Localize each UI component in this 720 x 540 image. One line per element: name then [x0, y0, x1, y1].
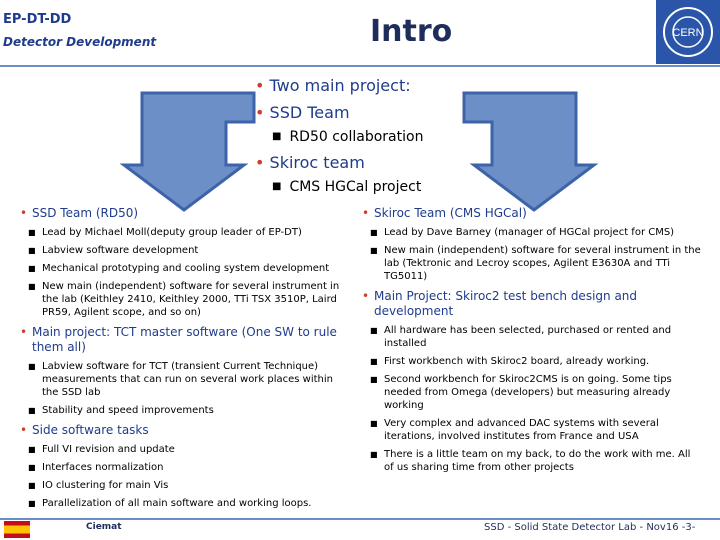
list-item: ■Parallelization of all main software an…: [28, 498, 312, 509]
list-item: ■Full VI revision and update: [28, 444, 175, 455]
footer-text: SSD - Solid State Detector Lab - Nov16 -…: [484, 522, 696, 533]
top-rd50: ■RD50 collaboration: [272, 129, 424, 145]
slide-title: Intro: [370, 14, 453, 49]
footer-divider: [0, 518, 720, 520]
list-item: ■Labview software development: [28, 245, 199, 256]
left-heading-side-tasks: •Side software tasks: [20, 423, 149, 437]
list-item: ■There is a little team on my back, to d…: [370, 449, 691, 473]
right-heading-main-project: •Main Project: Skiroc2 test bench design…: [362, 289, 638, 318]
list-item: ■New main (independent) software for sev…: [370, 245, 701, 282]
list-item: ■Labview software for TCT (transient Cur…: [28, 361, 334, 398]
header-divider: [0, 65, 720, 67]
spain-flag-logo: [4, 521, 30, 538]
top-main-project: • Two main project:: [255, 76, 411, 95]
list-item: ■Mechanical prototyping and cooling syst…: [28, 263, 330, 274]
top-cms: ■CMS HGCal project: [272, 179, 422, 195]
top-ssd-team: • SSD Team: [255, 103, 350, 122]
cern-logo-text: CERN: [672, 27, 703, 39]
list-item: ■IO clustering for main Vis: [28, 480, 169, 491]
left-arrow: [119, 91, 256, 212]
top-skiroc-team: • Skiroc team: [255, 153, 365, 172]
list-item: ■Lead by Michael Moll(deputy group leade…: [28, 227, 302, 238]
left-heading-ssd: •SSD Team (RD50): [20, 206, 139, 220]
list-item: ■Very complex and advanced DAC systems w…: [370, 418, 659, 442]
list-item: ■New main (independent) software for sev…: [28, 281, 340, 318]
cern-logo-icon: CERN: [663, 7, 713, 57]
list-item: ■First workbench with Skiroc2 board, alr…: [370, 356, 650, 367]
list-item: ■Lead by Dave Barney (manager of HGCal p…: [370, 227, 675, 238]
cern-logo: CERN: [656, 0, 720, 64]
right-column: •Skiroc Team (CMS HGCal) ■Lead by Dave B…: [362, 200, 702, 474]
list-item: ■Interfaces normalization: [28, 462, 164, 473]
header-org: EP-DT-DD: [3, 12, 72, 27]
left-column: •SSD Team (RD50) ■Lead by Michael Moll(d…: [20, 200, 340, 510]
ciemat-logo: Ciemat: [86, 522, 122, 532]
left-heading-main-project: •Main project: TCT master software (One …: [20, 325, 337, 354]
header-department: Detector Development: [3, 35, 157, 49]
list-item: ■All hardware has been selected, purchas…: [370, 325, 672, 349]
right-arrow: [462, 91, 599, 212]
list-item: ■Stability and speed improvements: [28, 405, 214, 416]
flow-arrows: [119, 91, 599, 212]
right-heading-skiroc: •Skiroc Team (CMS HGCal): [362, 206, 527, 220]
list-item: ■Second workbench for Skiroc2CMS is on g…: [370, 374, 672, 411]
